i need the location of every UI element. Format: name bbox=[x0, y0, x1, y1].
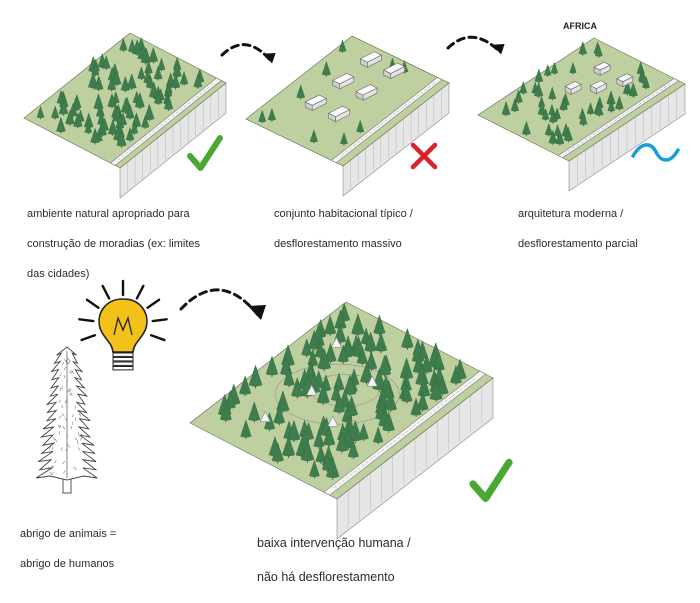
curved-arrow-icon bbox=[222, 45, 276, 64]
caption-line: conjunto habitacional típico / bbox=[274, 207, 454, 222]
curved-arrow-icon bbox=[448, 37, 505, 54]
caption-tall-tree: abrigo de animais = abrigo de humanos bbox=[20, 512, 160, 587]
caption-modern-architecture: arquitetura moderna / desflorestamento p… bbox=[518, 192, 688, 267]
caption-line: construção de moradias (ex: limites bbox=[27, 237, 242, 252]
caption-line: baixa intervenção humana / bbox=[257, 535, 477, 552]
light-ray bbox=[79, 319, 93, 321]
light-ray bbox=[153, 319, 167, 321]
terrain-top bbox=[246, 36, 449, 166]
caption-typical-housing: conjunto habitacional típico / desflores… bbox=[274, 192, 454, 267]
caption-line: ambiente natural apropriado para bbox=[27, 207, 242, 222]
bulb-base bbox=[113, 367, 133, 370]
check-icon bbox=[473, 462, 509, 498]
caption-line: das cidades) bbox=[27, 267, 242, 282]
panel-low-intervention bbox=[190, 302, 493, 539]
caption-line: desflorestamento parcial bbox=[518, 237, 688, 252]
panel-modern-architecture bbox=[478, 38, 685, 191]
caption-line: arquitetura moderna / bbox=[518, 207, 688, 222]
bulb-glass bbox=[99, 299, 147, 352]
africa-label: AFRICA bbox=[563, 21, 597, 31]
check-icon bbox=[190, 138, 220, 168]
wave-icon bbox=[633, 145, 678, 160]
cross-icon bbox=[413, 145, 435, 167]
caption-low-intervention: baixa intervenção humana / não há desflo… bbox=[257, 518, 477, 603]
light-ray bbox=[148, 300, 159, 308]
tall-tree-icon bbox=[36, 347, 97, 493]
light-ray bbox=[151, 335, 164, 340]
panel-typical-housing bbox=[246, 36, 449, 196]
caption-line: abrigo de humanos bbox=[20, 557, 160, 572]
panel-natural-environment bbox=[24, 33, 226, 198]
light-ray bbox=[87, 300, 98, 308]
caption-natural-environment: ambiente natural apropriado para constru… bbox=[27, 192, 242, 297]
light-ray bbox=[82, 335, 95, 340]
bulb-base bbox=[113, 358, 133, 361]
caption-line: abrigo de animais = bbox=[20, 527, 160, 542]
caption-line: desflorestamento massivo bbox=[274, 237, 454, 252]
bulb-base bbox=[113, 362, 133, 365]
bulb-base bbox=[113, 353, 133, 356]
